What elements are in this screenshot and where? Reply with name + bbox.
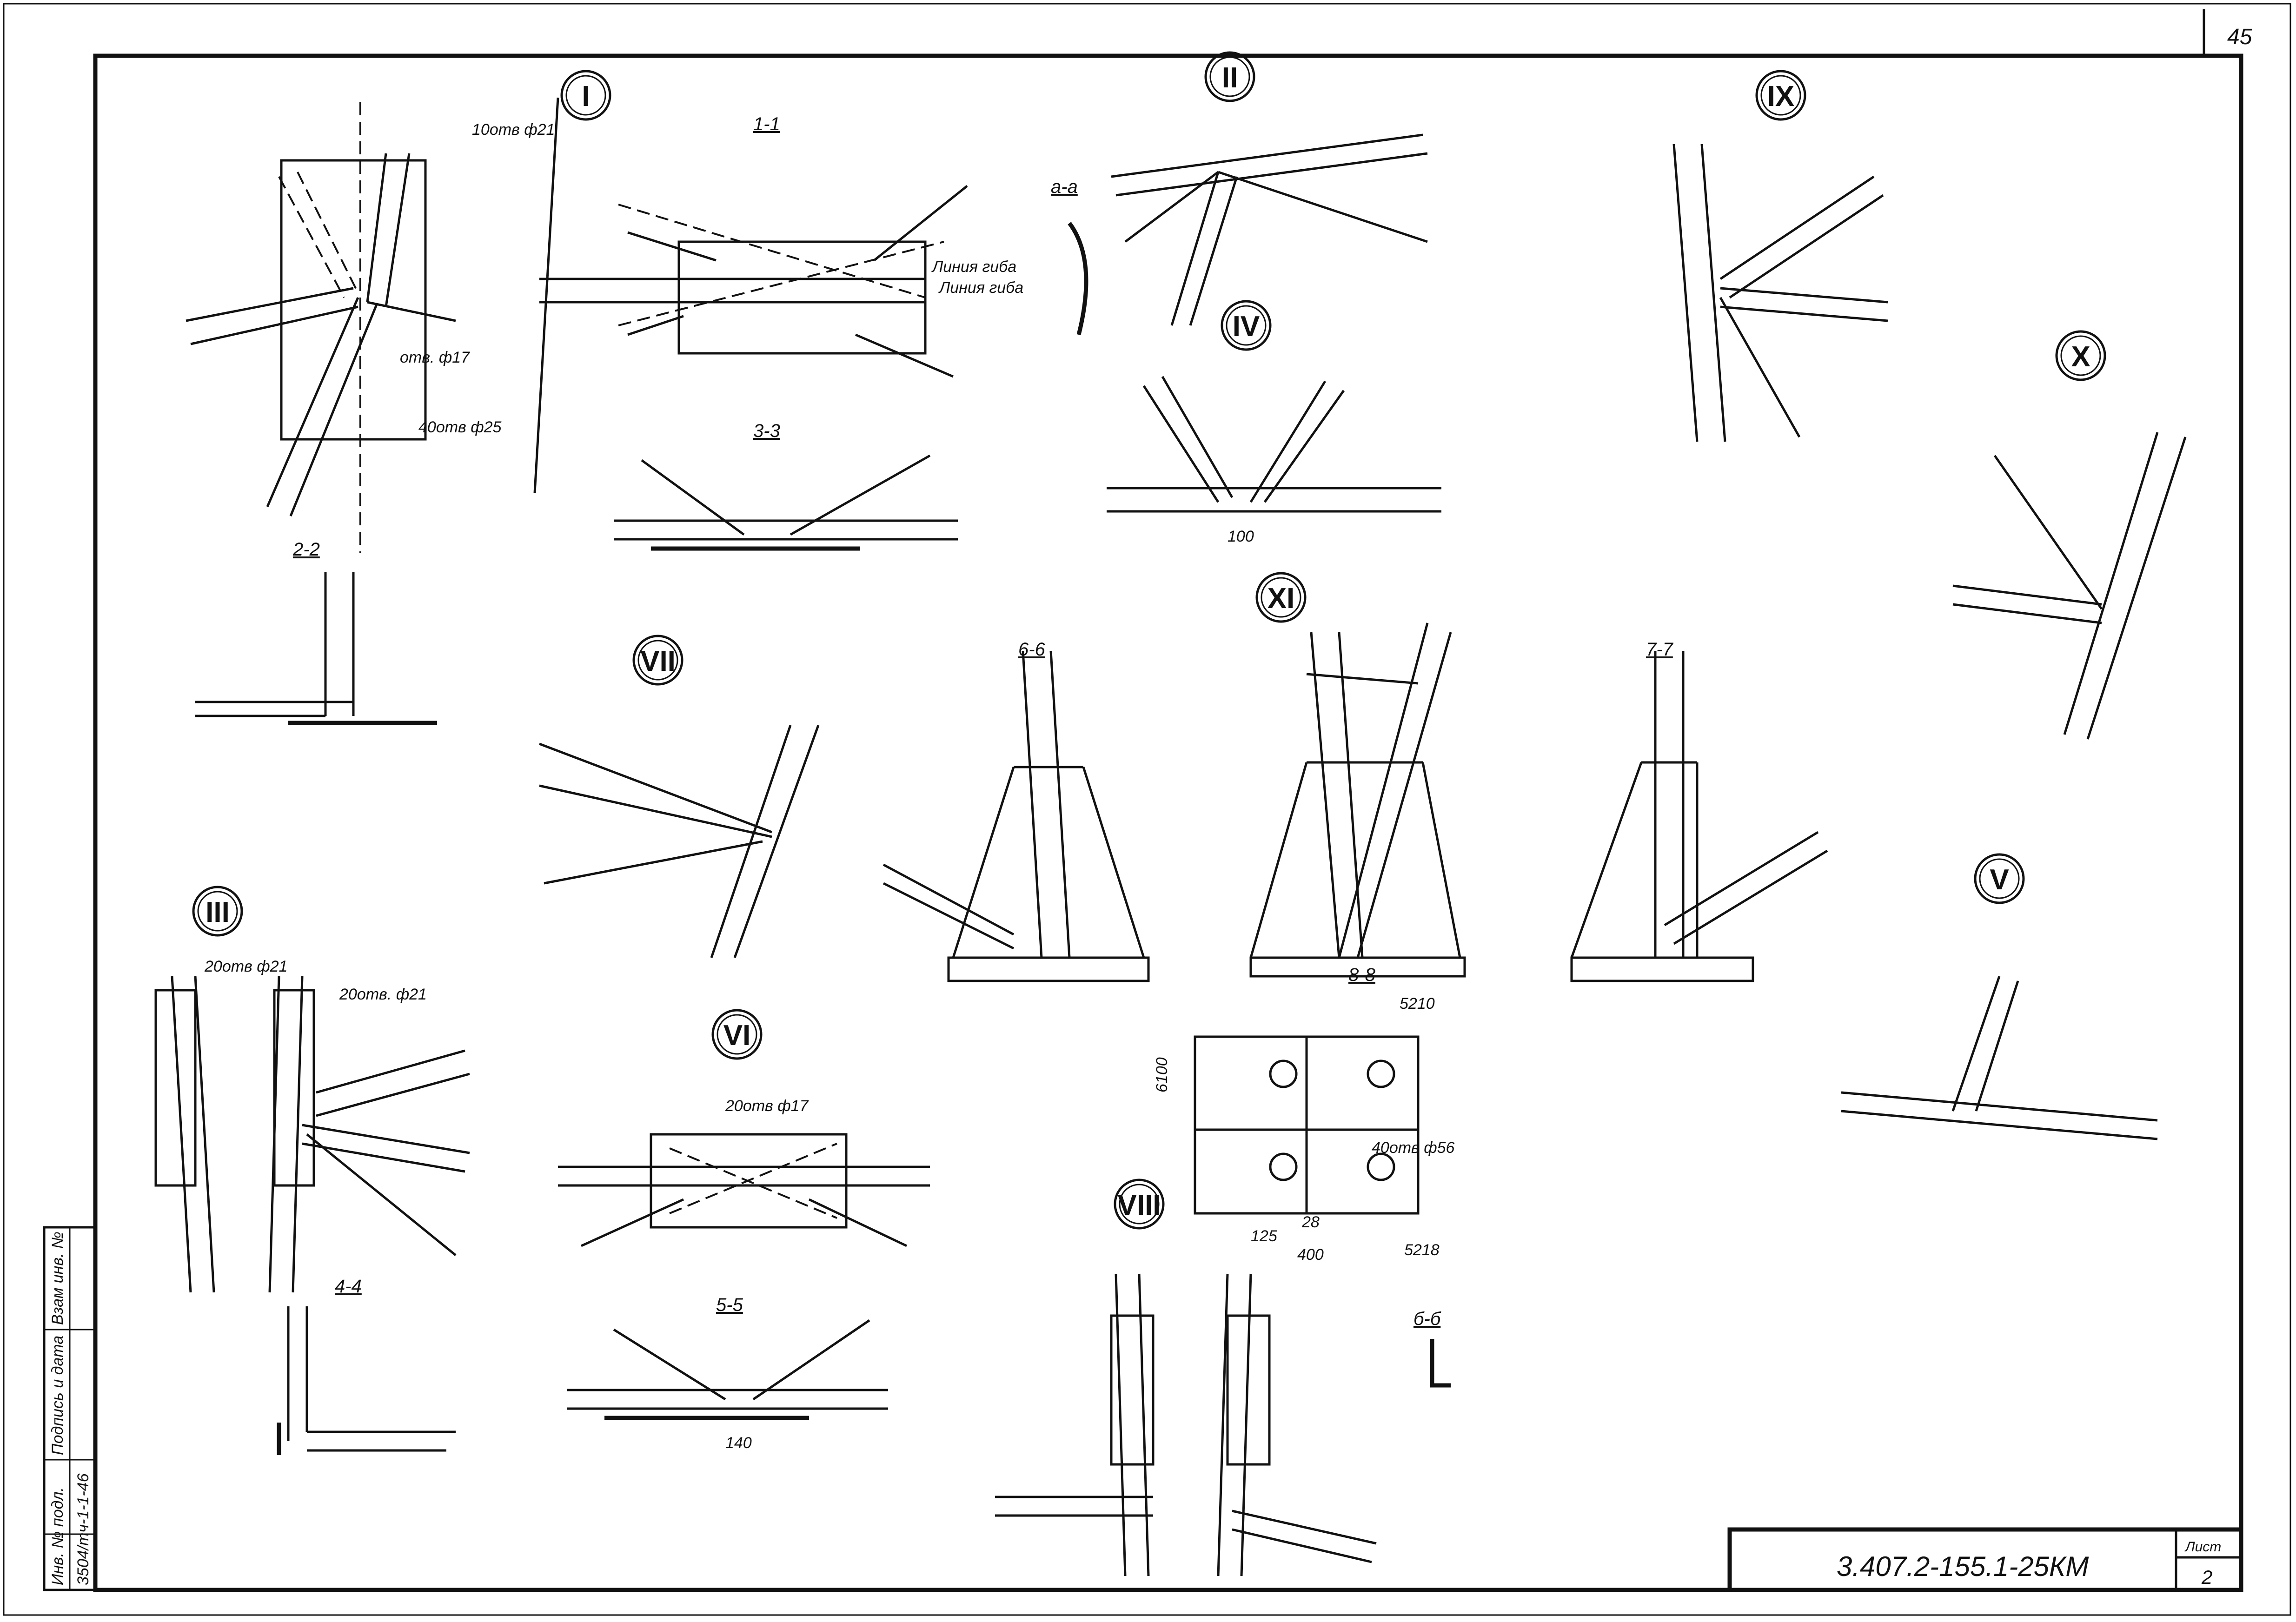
section-1-1: 1-1 Линия гиба Линия гиба: [539, 114, 1023, 378]
page-number: 45: [2227, 25, 2252, 49]
node-IV: IV 100: [1107, 300, 1441, 545]
node-I: I 10отв ф21 отв. ф17 40отв ф25: [186, 70, 611, 553]
dim-140: 140: [725, 1434, 752, 1452]
node-label-X: X: [2071, 341, 2090, 373]
note-holes-20-21b: 20отв. ф21: [339, 986, 427, 1003]
section-8-8: 8-8 5210 5218 6100 400 125 28 40отв ф56: [1153, 965, 1455, 1264]
note-holes-40-25: 40отв ф25: [418, 418, 502, 436]
node-label-IX: IX: [1767, 80, 1795, 113]
node-VIII: VIII: [995, 1178, 1377, 1576]
node-label-V: V: [1990, 864, 2009, 896]
node-XI: XI: [1249, 572, 1466, 978]
node-VII: VII: [539, 635, 820, 958]
section-5-5: 5-5 140: [567, 1295, 888, 1452]
node-label-III: III: [206, 896, 230, 928]
node-label-II: II: [1222, 62, 1238, 94]
node-III: III 20отв ф21 20отв. ф21: [154, 886, 470, 1293]
note-holes-40-56: 40отв ф56: [1372, 1139, 1455, 1157]
note-bend-line-2: Линия гиба: [938, 279, 1023, 297]
dim-5210: 5210: [1400, 995, 1435, 1013]
sheet-number: 2: [2201, 1566, 2212, 1588]
dim-125: 125: [1251, 1227, 1277, 1245]
note-holes-10-21: 10отв ф21: [472, 121, 555, 139]
section-4-4: 4-4: [277, 1276, 456, 1455]
dim-6100: 6100: [1153, 1057, 1171, 1092]
section-label-5-5: 5-5: [716, 1295, 743, 1315]
section-label-2-2: 2-2: [292, 539, 320, 560]
dim-28: 28: [1301, 1213, 1320, 1231]
note-holes-20-21: 20отв ф21: [204, 958, 287, 975]
sheet-label: Лист: [2184, 1539, 2221, 1555]
stamp-inv-label: Инв. № подл.: [49, 1487, 66, 1585]
note-holes-20-17: 20отв ф17: [725, 1097, 809, 1115]
section-3-3: 3-3: [614, 421, 958, 551]
stamp-sign-label: Подпись и дата: [49, 1336, 66, 1455]
stamp-replace-label: Взам инв. №: [49, 1231, 66, 1325]
section-label-b-b: б-б: [1413, 1309, 1441, 1329]
section-label-8-8: 8-8: [1348, 965, 1376, 985]
node-label-VII: VII: [640, 645, 676, 677]
section-label-a-a: а-а: [1051, 177, 1078, 197]
node-II: II: [1111, 51, 1428, 326]
side-stamp: Взам инв. № Подпись и дата Инв. № подл. …: [43, 1226, 97, 1591]
title-block: 3.407.2-155.1-25КМ Лист 2: [1727, 1527, 2243, 1592]
outer-border: [3, 3, 2291, 1616]
note-bend-line-1: Линия гиба: [931, 258, 1016, 276]
node-IX: IX: [1672, 70, 1888, 442]
section-label-1-1: 1-1: [753, 114, 780, 134]
drawing-code: 3.407.2-155.1-25КМ: [1837, 1551, 2089, 1582]
section-label-3-3: 3-3: [753, 421, 780, 441]
node-X: X: [1952, 330, 2187, 740]
section-a-a: а-а: [1051, 177, 1088, 336]
node-label-I: I: [582, 80, 590, 113]
node-label-IV: IV: [1233, 311, 1260, 343]
section-label-4-4: 4-4: [335, 1276, 362, 1297]
stamp-inv-value: 3504/тч-1-1-46: [74, 1473, 92, 1585]
section-b-b: б-б: [1413, 1309, 1451, 1388]
dim-400: 400: [1297, 1246, 1324, 1264]
dim-5218: 5218: [1404, 1241, 1440, 1259]
node-label-VI: VI: [723, 1020, 751, 1052]
section-7-7: 7-7: [1570, 639, 1828, 982]
node-label-VIII: VIII: [1117, 1189, 1161, 1221]
section-6-6: 6-6: [883, 639, 1150, 982]
node-V: V: [1841, 853, 2158, 1140]
frame-border: [93, 53, 2243, 1592]
note-hole-17: отв. ф17: [400, 349, 470, 366]
section-2-2: 2-2: [195, 539, 437, 725]
section-label-7-7: 7-7: [1646, 639, 1674, 660]
node-label-XI: XI: [1267, 583, 1295, 615]
dim-100: 100: [1228, 528, 1254, 545]
node-VI: VI 20отв ф17: [558, 1009, 930, 1247]
